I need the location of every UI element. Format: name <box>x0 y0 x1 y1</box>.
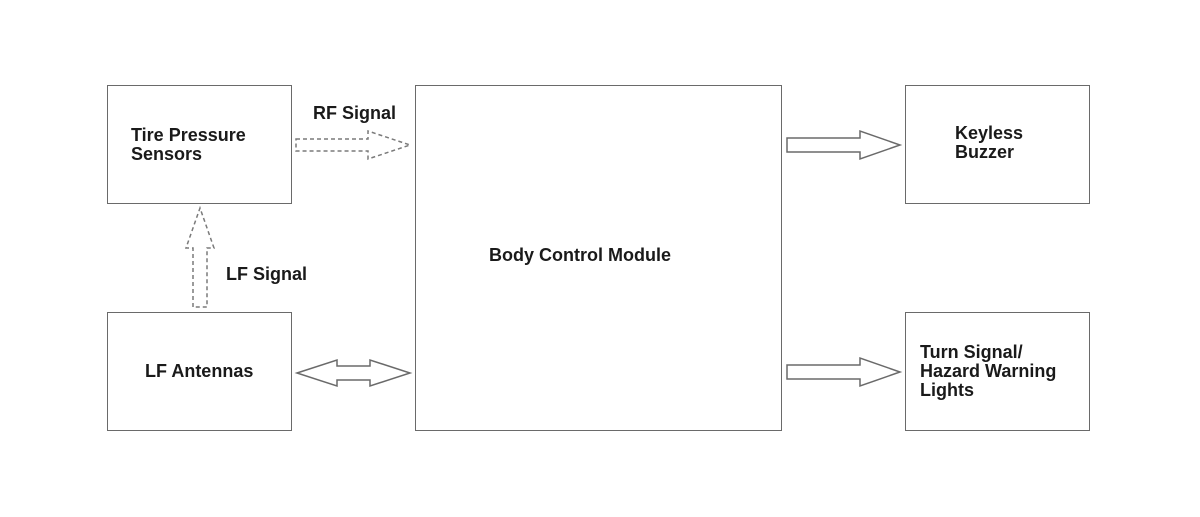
rf-signal-arrow <box>295 129 413 161</box>
tire-pressure-sensors-block <box>107 85 292 204</box>
turn-signal-hazard-lights-label: Turn Signal/ Hazard Warning Lights <box>920 342 1057 400</box>
body-control-module-block <box>415 85 782 431</box>
lf-signal-arrow <box>184 205 216 308</box>
lf-antennas-label: LF Antennas <box>145 361 254 381</box>
rf-signal-label: RF Signal <box>313 103 397 123</box>
turn-signal-hazard-lights-block <box>905 312 1090 431</box>
tire-pressure-sensors-label: Tire Pressure Sensors <box>131 125 246 164</box>
bcm-to-buzzer-arrow <box>786 129 903 161</box>
body-control-module-label: Body Control Module <box>489 245 671 265</box>
bcm-to-lights-arrow <box>786 356 903 388</box>
keyless-buzzer-label: Keyless Buzzer <box>955 123 1024 162</box>
antenna-bcm-bidirectional-arrow <box>294 358 413 388</box>
keyless-buzzer-block <box>905 85 1090 204</box>
lf-antennas-block <box>107 312 292 431</box>
lf-signal-label: LF Signal <box>226 264 307 284</box>
